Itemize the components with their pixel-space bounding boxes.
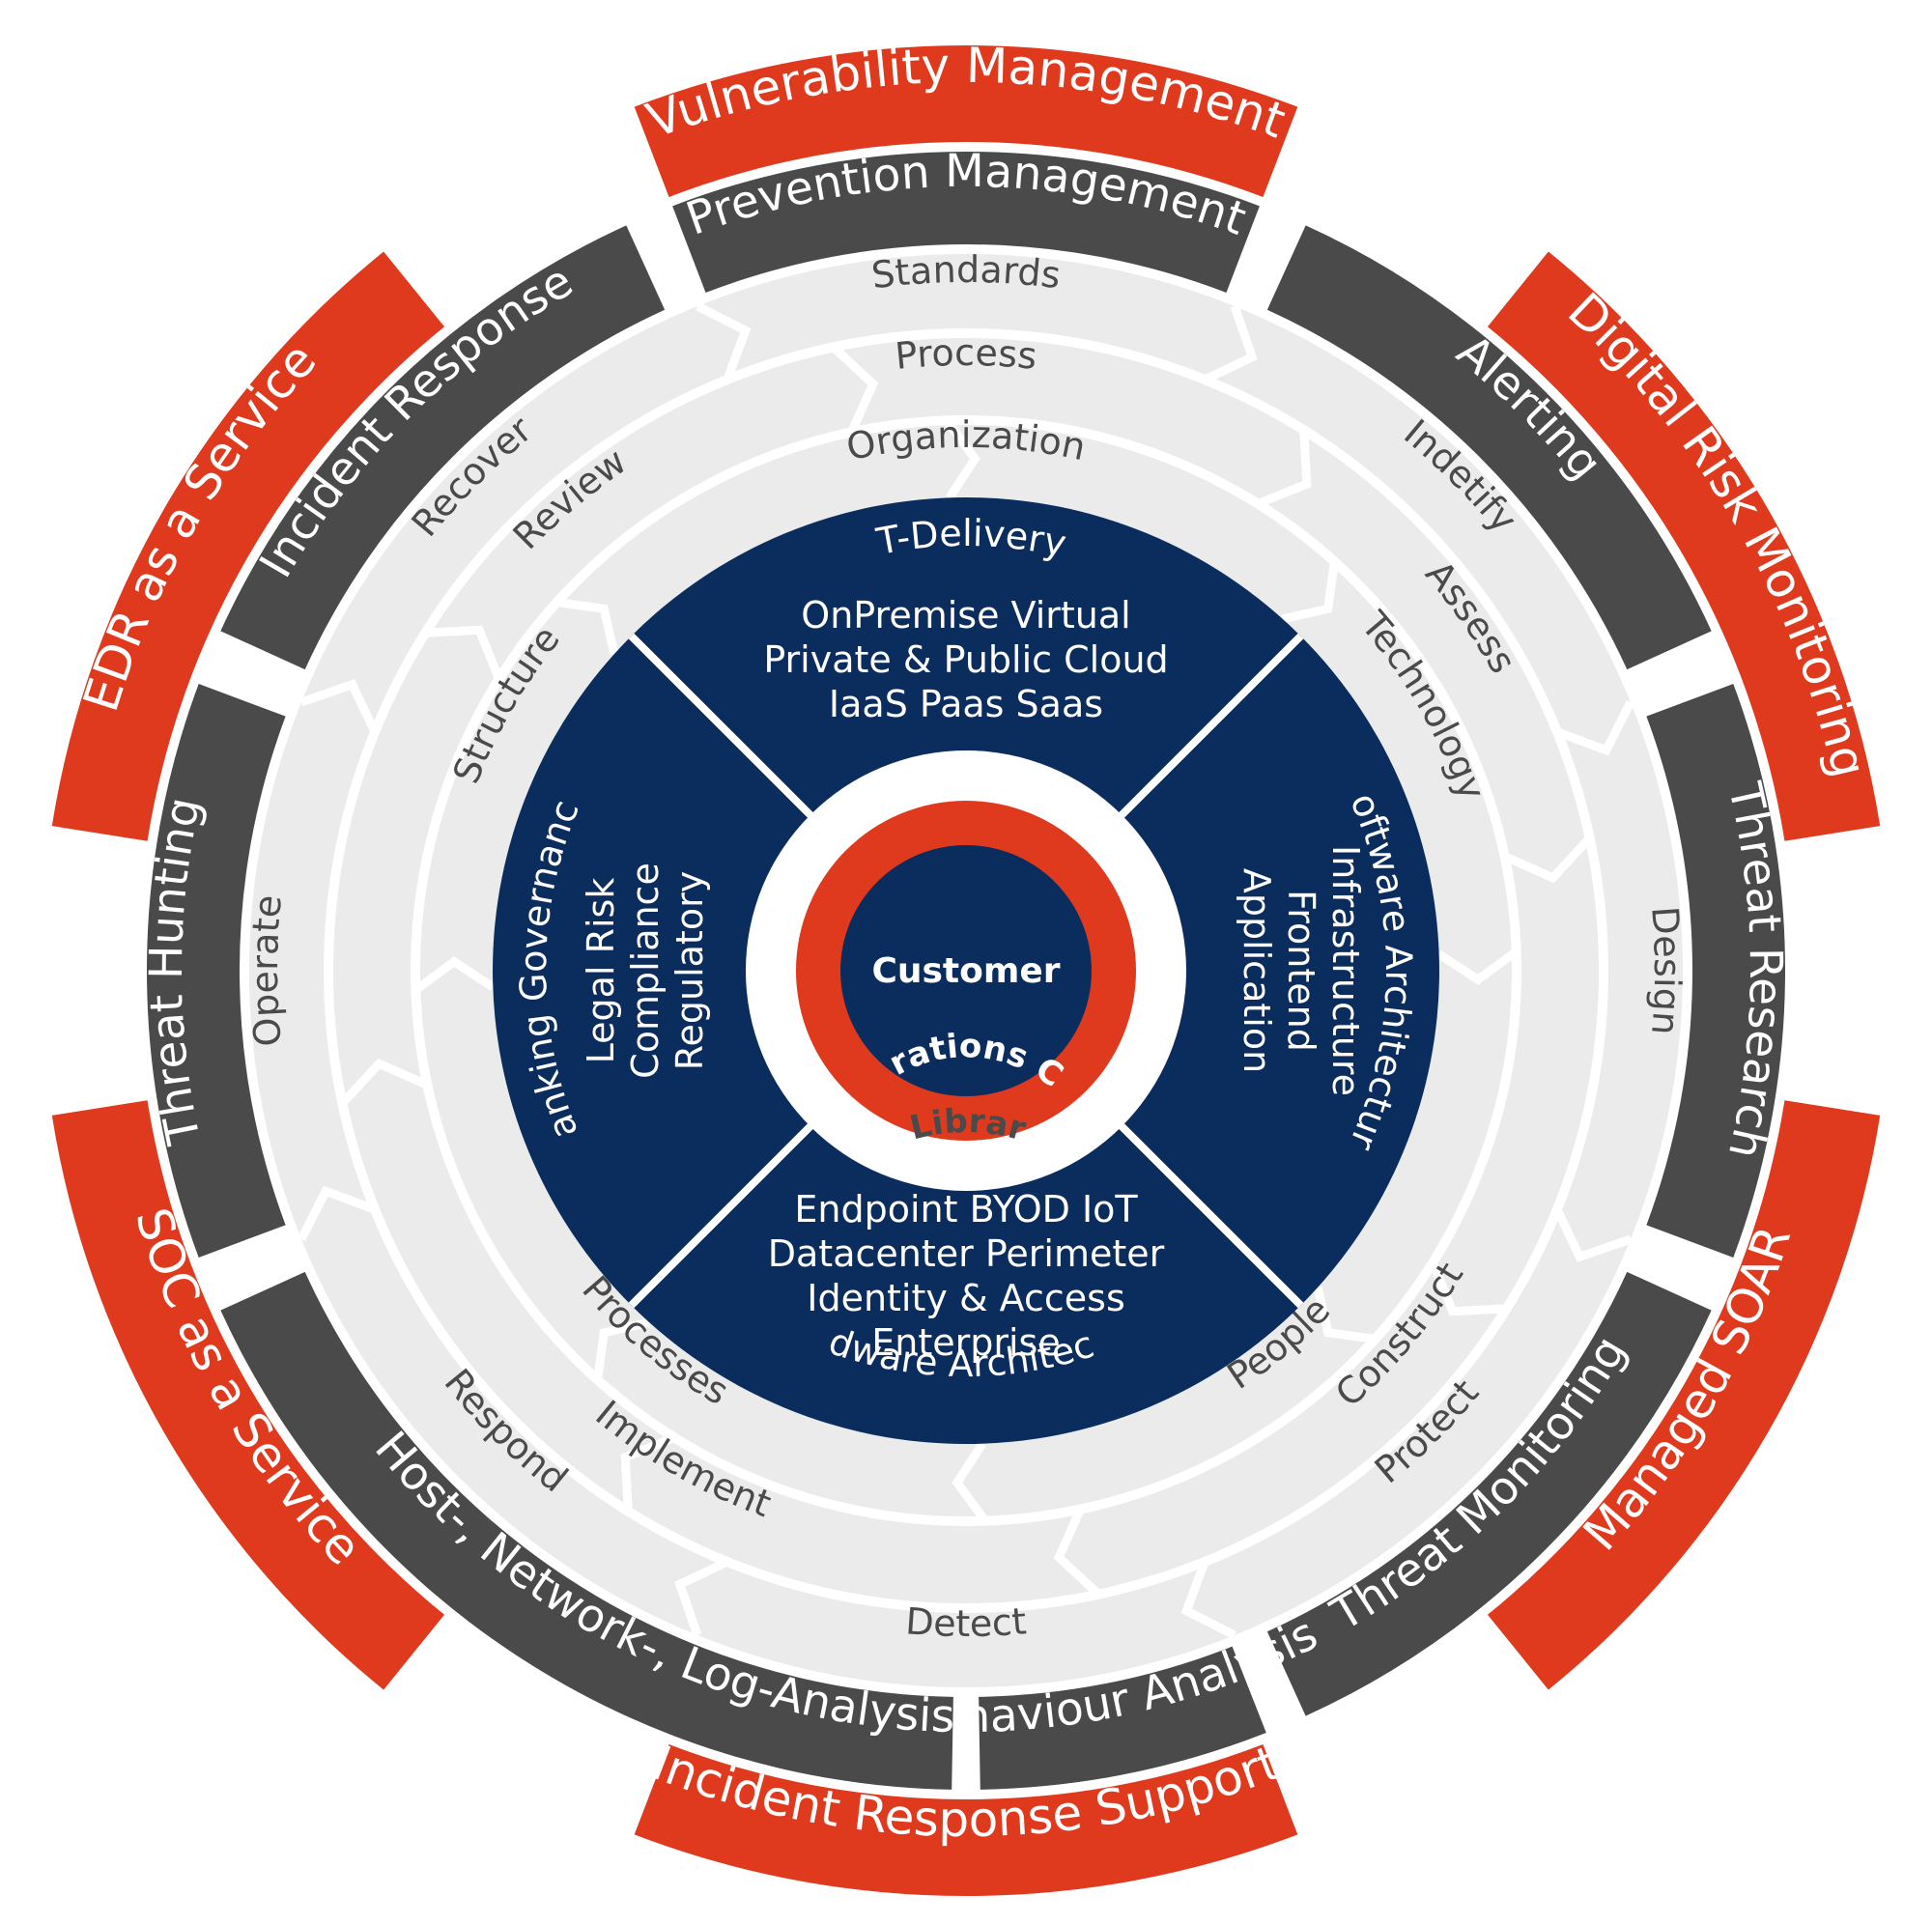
cycle-chevron-inner-2 bbox=[1313, 1286, 1377, 1344]
service-segment-alerting bbox=[1266, 225, 1712, 670]
core-left-line-2: Regulatory bbox=[668, 871, 711, 1070]
core-top-line-0: OnPremise Virtual bbox=[801, 594, 1130, 637]
cycle-chevron-inner-1 bbox=[1436, 948, 1520, 985]
cycle-chevron-middle-7 bbox=[830, 344, 879, 435]
service-segment-threat-hunting bbox=[147, 684, 286, 1258]
cycle-ring-divider-1 bbox=[411, 415, 1521, 1526]
outer-segment-soc-as-a-service bbox=[51, 1100, 445, 1690]
cycle-chevron-outer-0 bbox=[1203, 304, 1258, 384]
cycle-chevron-inner-0 bbox=[1281, 560, 1339, 624]
core-left-line-1: Compliance bbox=[624, 863, 667, 1079]
cycle-chevron-middle-6 bbox=[425, 625, 503, 681]
customer-label: Customer bbox=[871, 951, 1060, 991]
outer-segment-incident-response-support bbox=[634, 1744, 1298, 1896]
core-bottom-line-3: Enterprise bbox=[871, 1321, 1060, 1364]
cycle-chevron-middle-0 bbox=[1256, 430, 1312, 508]
cycle-chevron-outer-3 bbox=[1180, 1560, 1236, 1639]
cycle-chevron-middle-2 bbox=[1429, 1260, 1507, 1316]
cycle-chevron-inner-7 bbox=[943, 417, 980, 500]
core-right-line-1: Frontend bbox=[1280, 890, 1322, 1052]
cycle-chevron-middle-4 bbox=[620, 1433, 676, 1512]
cycle-outer-standards: Standards bbox=[869, 248, 1064, 297]
cycle-ring-divider-0 bbox=[324, 328, 1608, 1613]
cycle-chevron-inner-4 bbox=[593, 1317, 651, 1381]
cycle-chevron-outer-1 bbox=[1555, 700, 1634, 756]
core-bottom-line-2: Identity & Access bbox=[807, 1277, 1125, 1319]
cycle-chevron-middle-1 bbox=[1502, 835, 1593, 884]
cycle-chevron-outer-4 bbox=[674, 1557, 729, 1637]
cycle-chevron-middle-5 bbox=[339, 1058, 430, 1107]
service-segment-incident-response bbox=[220, 225, 666, 670]
service-segment-threat-research bbox=[1646, 684, 1785, 1258]
cycle-outer-design: Design bbox=[1643, 905, 1689, 1036]
cycle-middle-process: Process bbox=[894, 331, 1039, 378]
core-top-line-1: Private & Public Cloud bbox=[763, 638, 1168, 681]
core-left-line-0: Legal Risk bbox=[580, 878, 622, 1064]
cycle-chevron-middle-3 bbox=[1053, 1507, 1102, 1598]
customer-disc bbox=[840, 845, 1092, 1096]
service-segment-threat-monitoring bbox=[1266, 1271, 1712, 1716]
cycle-chevron-outer-7 bbox=[696, 302, 752, 382]
cycle-chevron-inner-3 bbox=[952, 1441, 989, 1524]
service-segment-host-network-log-analysis bbox=[220, 1271, 953, 1790]
cycle-chevron-inner-5 bbox=[412, 956, 496, 994]
outer-segment-digital-risk-monitoring bbox=[1487, 251, 1881, 841]
core-right-line-2: Application bbox=[1236, 868, 1278, 1073]
cycle-middle-process-path: Process bbox=[894, 331, 1039, 378]
cycle-outer-standards-path: Standards bbox=[869, 248, 1064, 297]
service-segment-behaviour-analysis bbox=[979, 1646, 1266, 1790]
cycle-chevron-outer-2 bbox=[1552, 1207, 1633, 1262]
core-right-line-0: Infrastructure bbox=[1324, 845, 1367, 1096]
outer-segment-edr-as-a-service bbox=[51, 251, 445, 841]
core-bottom-line-0: Endpoint BYOD IoT bbox=[794, 1188, 1138, 1231]
cycle-outer-design-path: Design bbox=[1643, 905, 1689, 1036]
core-bottom-line-1: Datacenter Perimeter bbox=[768, 1232, 1165, 1275]
outer-segment-managed-soar bbox=[1487, 1100, 1881, 1690]
service-segment-prevention-management bbox=[672, 152, 1260, 293]
core-top-line-2: IaaS Paas Saas bbox=[829, 683, 1103, 725]
cycle-chevron-outer-6 bbox=[299, 679, 380, 734]
cycle-chevron-inner-6 bbox=[555, 598, 619, 656]
outer-segment-vulnerability-management bbox=[634, 44, 1298, 197]
cycle-outer-detect-path: Detect bbox=[904, 1599, 1028, 1645]
cycle-outer-detect: Detect bbox=[904, 1599, 1028, 1645]
cycle-chevron-outer-5 bbox=[298, 1185, 377, 1241]
